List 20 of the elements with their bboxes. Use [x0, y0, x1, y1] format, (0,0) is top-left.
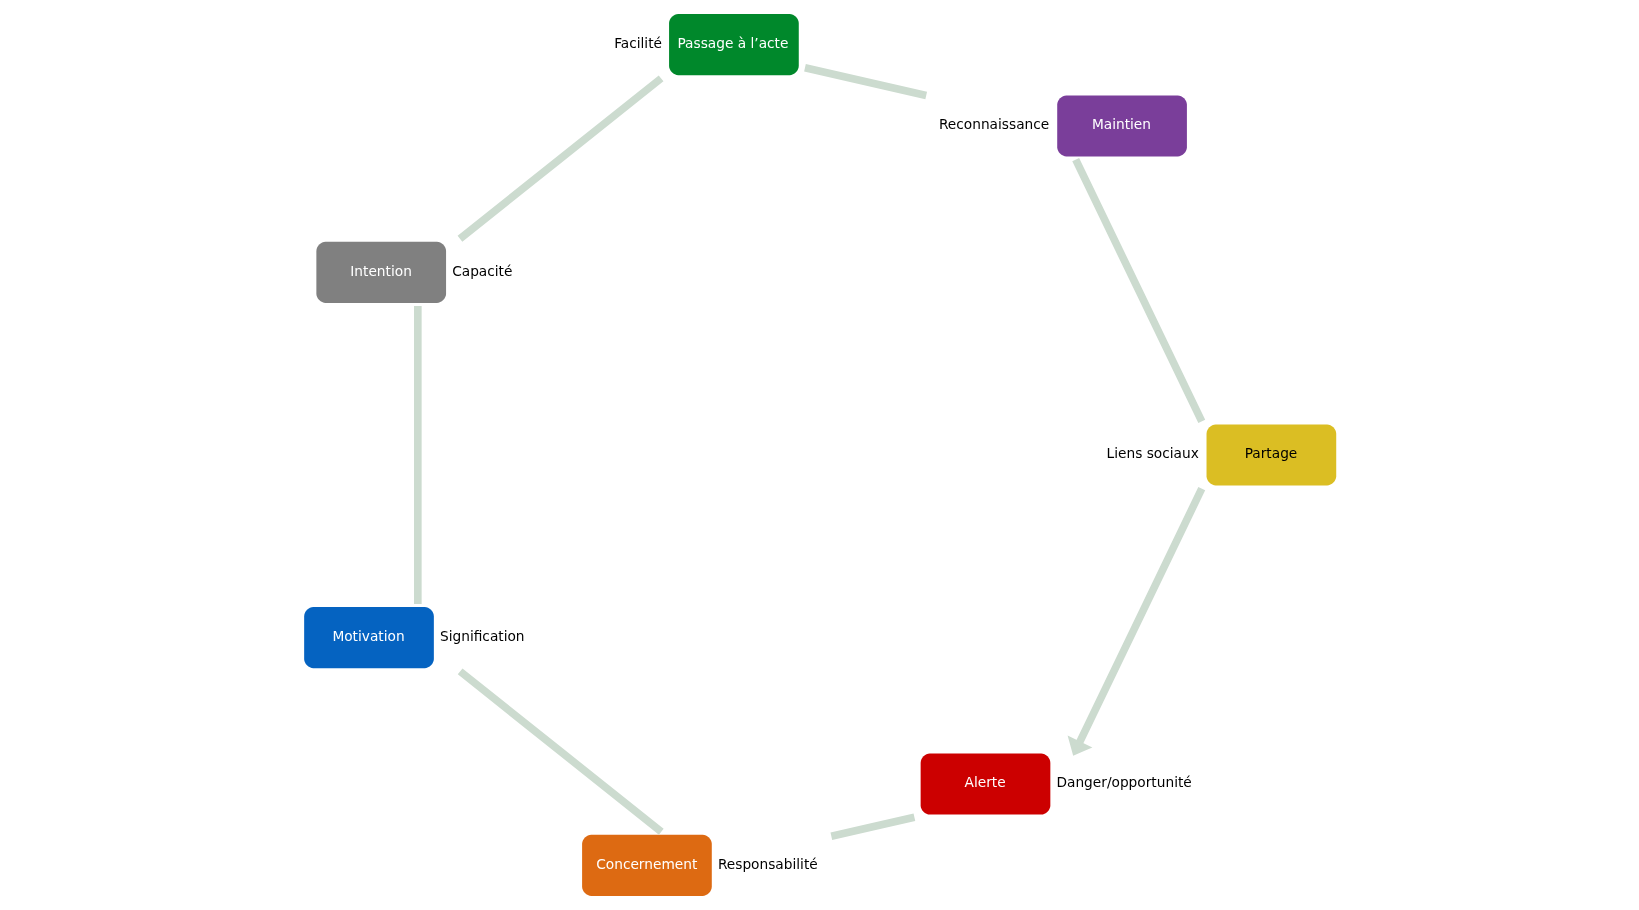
connector: [457, 75, 663, 242]
node-box: Motivation: [303, 607, 434, 669]
node-box: Partage: [1206, 424, 1336, 486]
node-box: Concernement: [581, 834, 712, 896]
node-label: Facilité: [613, 35, 662, 51]
connector: [803, 64, 927, 100]
connector: [1071, 157, 1205, 424]
connector: [830, 813, 915, 840]
node-label: Signification: [439, 627, 525, 644]
connector: [457, 668, 664, 835]
node-label: Reconnaissance: [938, 116, 1049, 133]
node-box: Alerte: [920, 753, 1050, 815]
node-box: Passage à l’acte: [668, 14, 799, 76]
node-box: Maintien: [1056, 95, 1187, 157]
arrow: [1067, 487, 1205, 756]
node-label: Responsabilité: [717, 855, 818, 872]
node-label: Danger/opportunité: [1055, 774, 1192, 791]
node-label: Liens sociaux: [1106, 445, 1199, 462]
node-label: Capacité: [451, 262, 512, 279]
node-box: Intention: [315, 241, 446, 303]
